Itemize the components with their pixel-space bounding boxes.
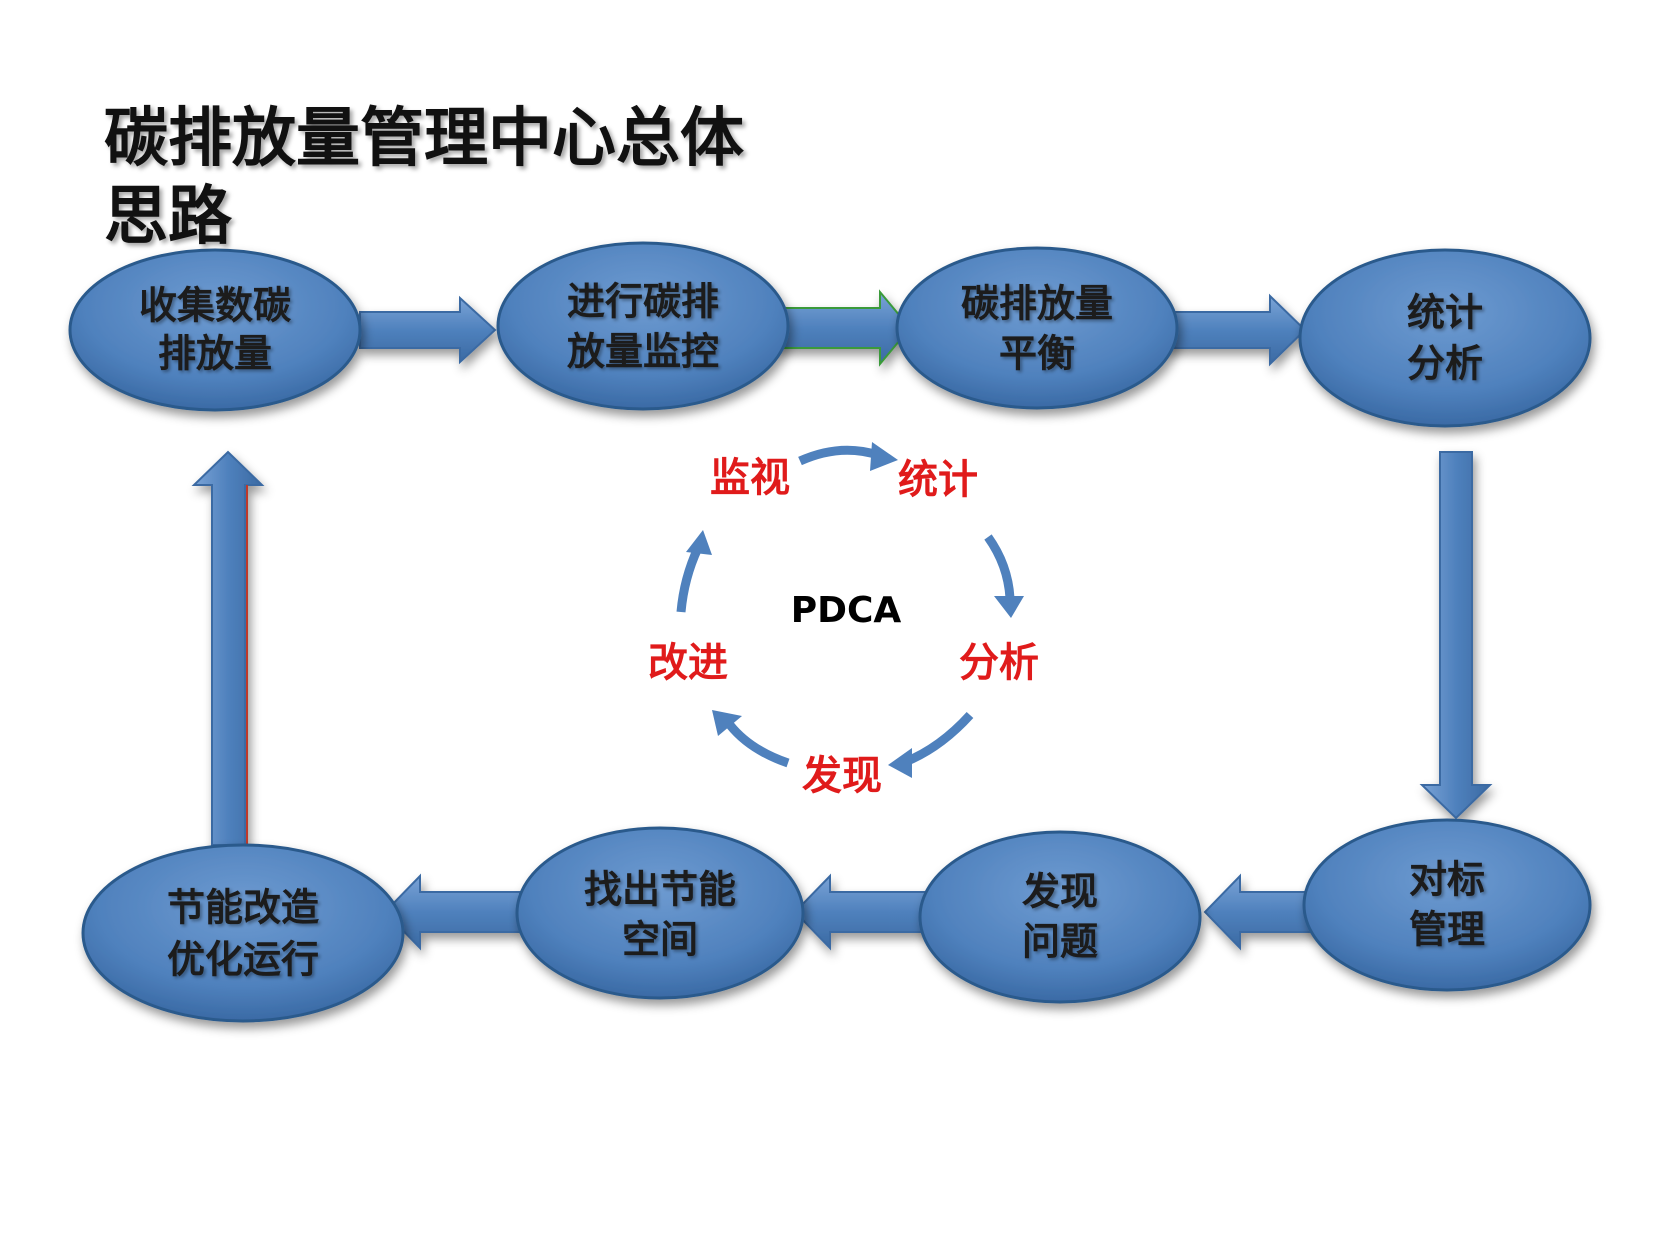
pdca-arc-monitor-to-stats: [798, 442, 898, 471]
node-label-line2: 排放量: [158, 332, 272, 376]
node-emission-balance: 碳排放量 平衡: [895, 246, 1179, 410]
arrow-n2-n3: [774, 289, 912, 367]
node-find-saving-space: 找出节能 空间: [515, 826, 805, 1000]
pdca-cycle: PDCA 监视 统计 分析 发现 改进: [648, 442, 1039, 799]
node-label-line1: 进行碳排: [567, 280, 719, 324]
pdca-arc-analysis-to-discover: [888, 711, 974, 778]
node-label-line1: 碳排放量: [961, 282, 1113, 326]
arrow-n7-n8: [383, 873, 521, 951]
pdca-label-analysis: 分析: [959, 640, 1039, 686]
node-label-line2: 优化运行: [167, 938, 319, 982]
node-label-line2: 分析: [1407, 342, 1483, 386]
pdca-label-improve: 改进: [648, 640, 728, 686]
pdca-label-monitor: 监视: [710, 455, 790, 501]
node-label-line1: 收集数碳: [139, 284, 292, 328]
title-line-2: 思路: [104, 180, 232, 254]
node-label-line1: 节能改造: [167, 886, 319, 930]
pdca-label-stats: 统计: [898, 457, 978, 503]
pdca-arc-stats-to-analysis: [984, 534, 1024, 618]
pdca-center-label: PDCA: [791, 590, 902, 631]
node-label-line2: 管理: [1409, 908, 1485, 952]
pdca-label-discover: 发现: [802, 753, 882, 799]
node-energy-saving-retrofit: 节能改造 优化运行: [81, 843, 405, 1023]
arrow-n3-n4: [1164, 293, 1307, 367]
arrow-n4-n5: [1419, 451, 1493, 820]
node-label-line2: 空间: [622, 918, 698, 962]
node-find-problems: 发现 问题: [918, 830, 1202, 1004]
node-label-line2: 问题: [1022, 920, 1098, 964]
node-statistics-analysis: 统计 分析: [1298, 248, 1592, 428]
node-label-line2: 平衡: [999, 332, 1075, 376]
arrow-n1-n2: [359, 295, 497, 365]
arrow-n6-n7: [793, 873, 931, 951]
node-label-line1: 发现: [1022, 870, 1098, 914]
page-title: 碳排放量管理中心总体 思路: [104, 100, 804, 256]
node-label-line1: 找出节能: [584, 868, 736, 912]
pdca-arc-improve-to-monitor: [676, 530, 712, 613]
title-line-1: 碳排放量管理中心总体: [104, 102, 744, 176]
pdca-arc-discover-to-improve: [712, 710, 790, 768]
arrow-n8-n1: [191, 450, 265, 846]
node-label-line1: 统计: [1407, 291, 1483, 335]
node-collect-emissions: 收集数碳 排放量: [68, 248, 362, 412]
node-benchmark-management: 对标 管理: [1302, 818, 1592, 992]
node-emission-monitoring: 进行碳排 放量监控: [496, 241, 790, 411]
node-label-line1: 对标: [1409, 858, 1485, 902]
node-label-line2: 放量监控: [567, 330, 719, 374]
